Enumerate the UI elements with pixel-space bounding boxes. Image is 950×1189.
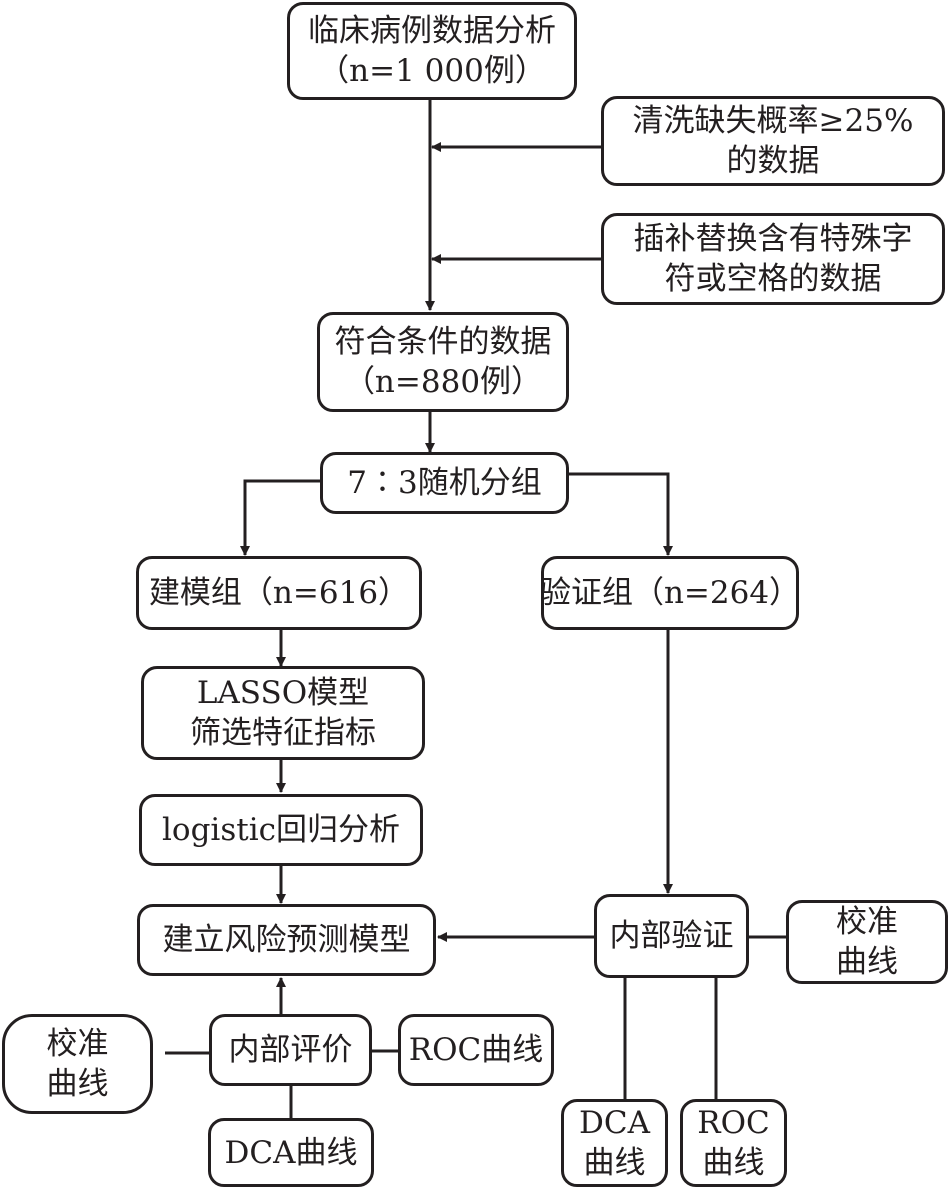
node-eval-calibration: 校准 曲线 [2, 1014, 153, 1114]
node-clean-missing: 清洗缺失概率≥25% 的数据 [601, 96, 945, 186]
node-val-roc: ROC 曲线 [680, 1099, 787, 1187]
node-label: 建模组（n=616） [148, 575, 410, 611]
node-impute-replace: 插补替换含有特殊字 符或空格的数据 [601, 213, 945, 305]
node-label: 曲线 [836, 944, 898, 980]
node-label: 校准 [836, 904, 898, 940]
node-label: 内部评价 [228, 1032, 353, 1068]
node-random-split: 7∶3随机分组 [320, 452, 569, 514]
node-label: 曲线 [46, 1066, 109, 1102]
node-label: DCA曲线 [224, 1134, 358, 1171]
node-label: 插补替换含有特殊字 [633, 221, 913, 257]
node-label: 符合条件的数据 [334, 324, 552, 360]
node-eval-roc: ROC曲线 [398, 1014, 554, 1086]
node-training-group: 建模组（n=616） [136, 556, 422, 630]
node-eligible-data: 符合条件的数据 （n=880例） [317, 312, 569, 412]
node-val-dca: DCA 曲线 [561, 1099, 668, 1187]
node-label: （n=1 000例） [318, 53, 546, 89]
node-label: 7∶3随机分组 [347, 465, 542, 501]
node-label: 曲线 [702, 1145, 765, 1181]
node-label: （n=880例） [343, 364, 543, 400]
node-label: 清洗缺失概率≥25% [632, 103, 914, 139]
node-label: ROC曲线 [408, 1032, 544, 1068]
node-validation-group: 验证组（n=264） [539, 556, 801, 630]
node-label: 验证组（n=264） [539, 575, 801, 611]
node-logistic: logistic回归分析 [139, 794, 423, 866]
edge-split-to-training [240, 479, 322, 556]
node-label: LASSO模型 [196, 675, 370, 711]
node-label: 内部验证 [609, 918, 734, 954]
edge-split-to-validation [567, 472, 673, 556]
node-lasso: LASSO模型 筛选特征指标 [141, 666, 425, 760]
node-label: 筛选特征指标 [190, 715, 376, 751]
node-internal-evaluation: 内部评价 [209, 1014, 372, 1086]
node-internal-validation: 内部验证 [594, 894, 749, 978]
node-label: 的数据 [726, 143, 820, 179]
node-label: 临床病例数据分析 [308, 13, 556, 49]
node-label: 建立风险预测模型 [162, 922, 411, 958]
node-label: DCA [579, 1105, 650, 1141]
node-label: 符或空格的数据 [664, 261, 882, 297]
node-clinical-data: 临床病例数据分析 （n=1 000例） [287, 2, 577, 100]
node-risk-model: 建立风险预测模型 [137, 904, 436, 976]
node-val-calibration: 校准 曲线 [786, 900, 948, 984]
node-label: ROC [697, 1105, 770, 1141]
node-label: logistic回归分析 [162, 812, 400, 848]
node-label: 曲线 [583, 1145, 646, 1181]
node-eval-dca: DCA曲线 [208, 1118, 374, 1187]
node-label: 校准 [46, 1026, 109, 1062]
